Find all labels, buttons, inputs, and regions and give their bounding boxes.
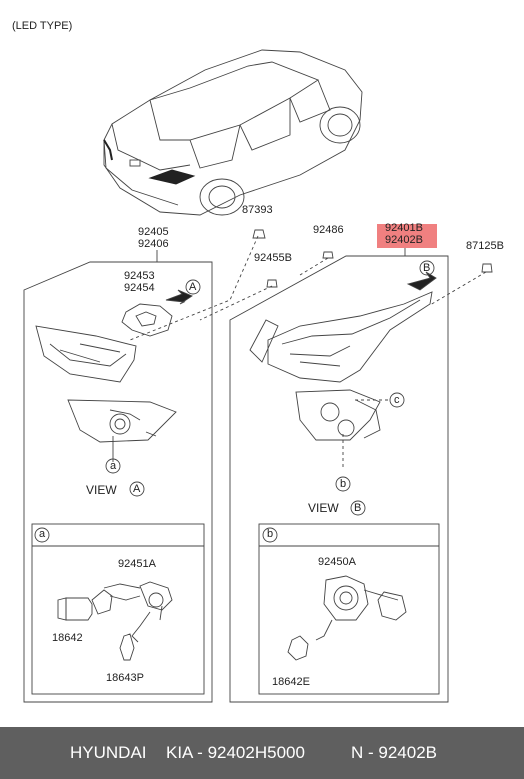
left-assembly-frame [23,250,213,703]
detail-b-drawing [287,575,407,661]
right-part-number-2: 92402B [385,234,423,246]
footer-oem-number: KIA - 92402H5000 [166,743,305,762]
detail-b-bulb: 18642E [272,676,310,688]
socket-marker-b: b [340,478,347,490]
detail-a-letter: a [39,528,46,540]
view-a-label: VIEW [86,483,117,497]
right-assembly-frame [229,248,449,703]
gasket-part [121,289,193,337]
detail-b-holder: 92450A [318,556,356,568]
view-b-label: VIEW [308,501,339,515]
fastener-symbols [252,229,493,288]
left-part-number-1: 92405 [138,226,169,238]
footer-alt-number: N - 92402B [351,743,437,762]
gasket-number-1: 92453 [124,270,155,282]
right-part-number-1: 92401B [385,222,423,234]
detail-a-bulb-small: 18643P [106,672,144,684]
right-lamp-outer [249,271,437,383]
right-lamp-inner-view [295,389,381,441]
gasket-number-2: 92454 [124,282,155,294]
detail-b-letter: b [267,528,274,540]
fastener-lower-left: 92455B [254,252,292,264]
detail-a-drawing [57,581,173,661]
led-type-note: (LED TYPE) [12,20,73,32]
left-part-number-2: 92406 [138,238,169,250]
highlight-box [377,224,437,248]
marker-circles [34,260,435,543]
fastener-upper-left: 87393 [242,204,273,216]
left-lamp-outer [35,325,137,383]
marker-b-view-top: B [423,262,431,274]
parts-diagram [23,49,493,703]
fastener-middle: 92486 [313,224,344,236]
connector-marker-c: c [394,394,400,406]
marker-a-view-top: A [189,281,197,293]
car-illustration [103,49,363,216]
detail-a-bulb-large: 18642 [52,632,83,644]
footer-brand: HYUNDAI [70,743,147,762]
socket-marker-a: a [110,460,117,472]
left-lamp-inner-view [67,399,177,462]
leader-lines [129,235,487,470]
view-b-letter: B [354,502,362,514]
footer-bar: HYUNDAI KIA - 92402H5000 N - 92402B [0,727,524,779]
detail-frames [31,523,440,695]
view-a-letter: A [133,483,141,495]
detail-a-holder: 92451A [118,558,156,570]
fastener-right: 87125B [466,240,504,252]
